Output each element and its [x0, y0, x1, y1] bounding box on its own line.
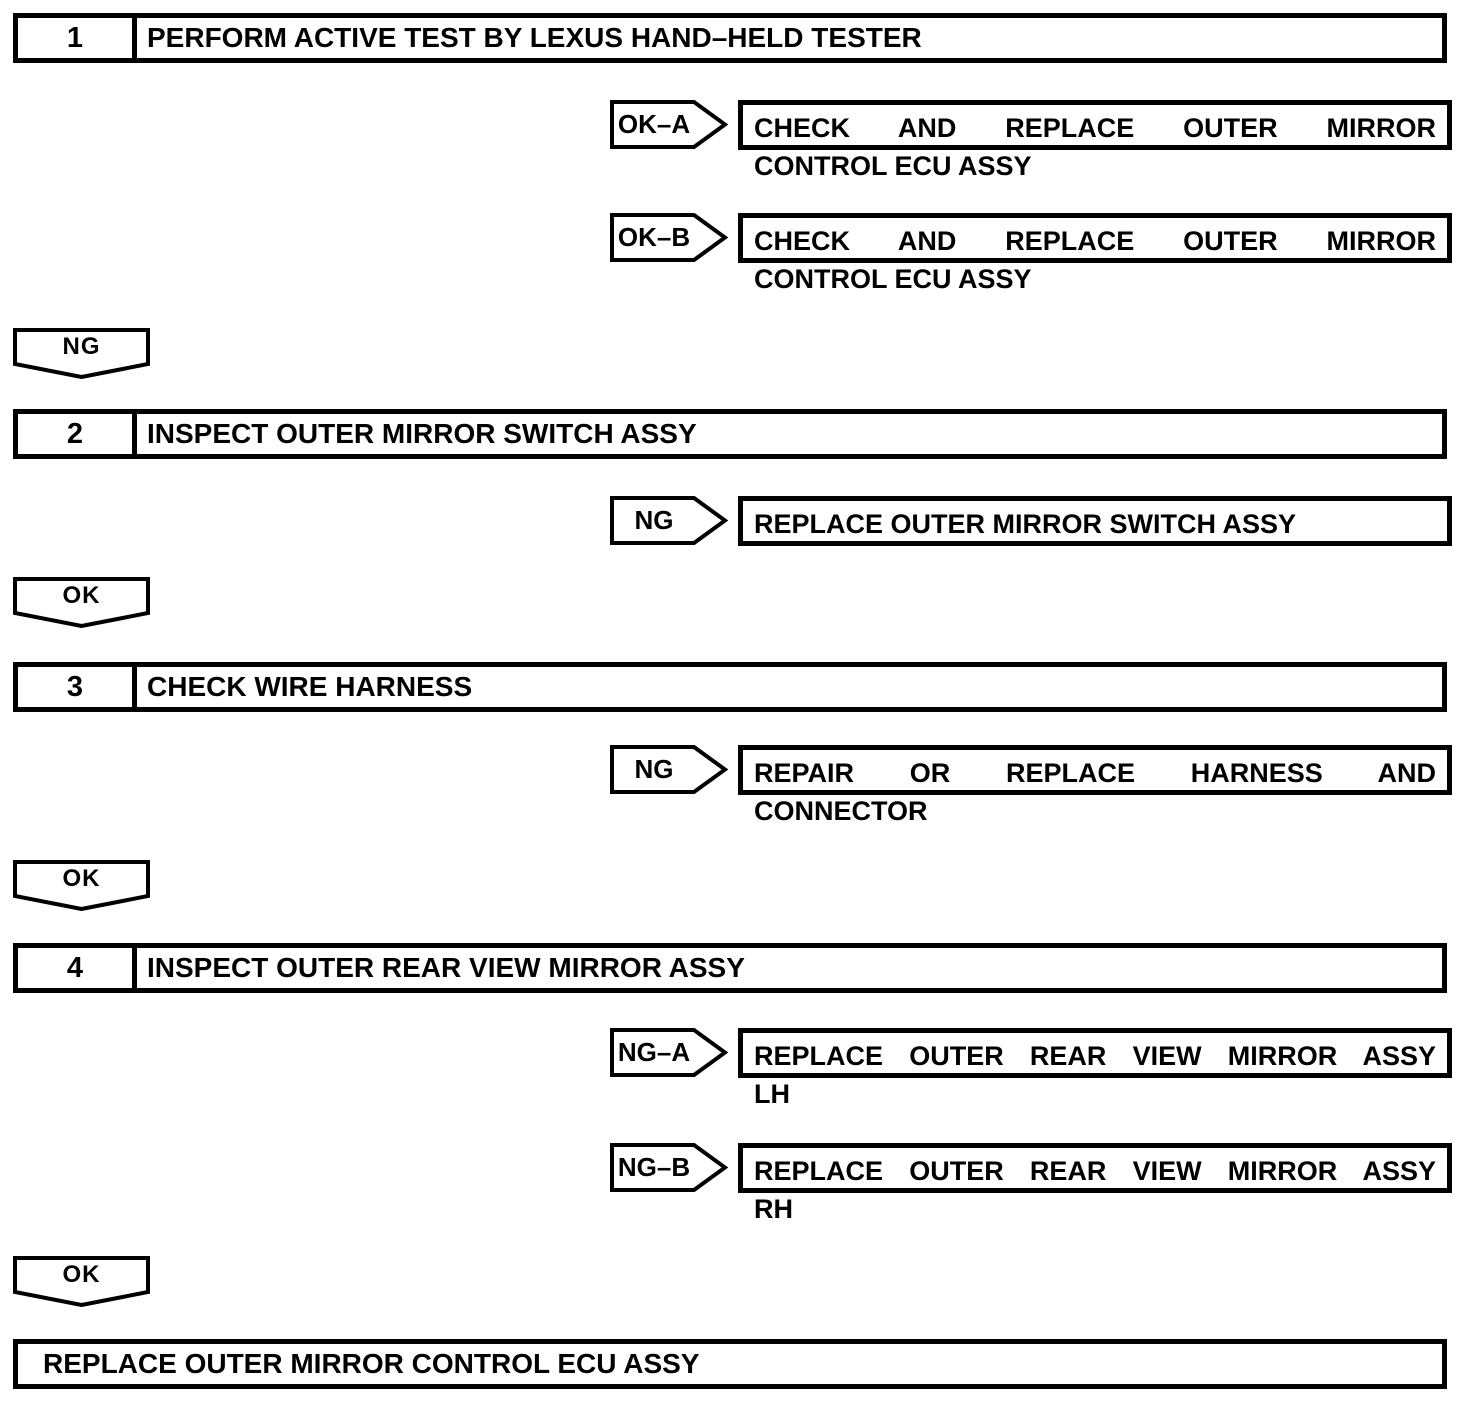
down-banner-icon	[13, 860, 150, 911]
connector-label: NG	[62, 333, 101, 360]
result-line: CONTROL ECU ASSY	[754, 264, 1032, 294]
result-line: REPLACE OUTER MIRROR SWITCH ASSY	[754, 509, 1297, 539]
step-2-box: 2 INSPECT OUTER MIRROR SWITCH ASSY	[13, 409, 1447, 459]
connector-label: OK	[62, 865, 101, 892]
step-1-box: 1 PERFORM ACTIVE TEST BY LEXUS HAND–HELD…	[13, 13, 1447, 63]
final-action-box: REPLACE OUTER MIRROR CONTROL ECU ASSY	[13, 1339, 1447, 1389]
branch-arrow-label: NG–A	[617, 1037, 691, 1067]
right-arrow-icon	[610, 1143, 728, 1192]
right-arrow-icon	[610, 100, 728, 149]
down-banner-icon	[13, 1256, 150, 1307]
right-arrow-icon	[610, 745, 728, 794]
branch-arrow-ng: NG	[610, 496, 728, 545]
connector-ng: NG	[13, 328, 150, 379]
connector-ok: OK	[13, 1256, 150, 1307]
connector-label: OK	[62, 582, 101, 609]
result-box-replace-mirror-lh: REPLACE OUTER REAR VIEW MIRROR ASSY LH	[738, 1028, 1452, 1109]
branch-arrow-label: NG	[634, 754, 674, 784]
right-arrow-icon	[610, 496, 728, 545]
down-banner-icon	[13, 328, 150, 379]
step-4-box: 4 INSPECT OUTER REAR VIEW MIRROR ASSY	[13, 943, 1447, 993]
result-line: CHECK AND REPLACE OUTER MIRROR	[754, 226, 1436, 256]
final-action-label: REPLACE OUTER MIRROR CONTROL ECU ASSY	[43, 1348, 700, 1379]
result-box-replace-mirror-rh: REPLACE OUTER REAR VIEW MIRROR ASSY RH	[738, 1143, 1452, 1224]
step-2-title: INSPECT OUTER MIRROR SWITCH ASSY	[147, 418, 697, 449]
branch-arrow-ok-a: OK–A	[610, 100, 728, 149]
result-box-ok-a: CHECK AND REPLACE OUTER MIRROR CONTROL E…	[738, 100, 1452, 181]
step-1-title: PERFORM ACTIVE TEST BY LEXUS HAND–HELD T…	[147, 22, 922, 53]
result-line: CHECK AND REPLACE OUTER MIRROR	[754, 113, 1436, 143]
right-arrow-icon	[610, 1028, 728, 1077]
result-line: CONNECTOR	[754, 796, 928, 826]
result-line: REPLACE OUTER REAR VIEW MIRROR ASSY	[754, 1156, 1436, 1186]
result-line: REPLACE OUTER REAR VIEW MIRROR ASSY	[754, 1041, 1436, 1071]
result-box-ok-b: CHECK AND REPLACE OUTER MIRROR CONTROL E…	[738, 213, 1452, 294]
result-box-repair-harness: REPAIR OR REPLACE HARNESS AND CONNECTOR	[738, 745, 1452, 826]
branch-arrow-ok-b: OK–B	[610, 213, 728, 262]
connector-ok: OK	[13, 860, 150, 911]
step-3-number: 3	[18, 667, 137, 707]
branch-arrow-label: OK–B	[617, 222, 691, 252]
connector-ok: OK	[13, 577, 150, 628]
result-line: RH	[754, 1194, 793, 1224]
result-line: REPAIR OR REPLACE HARNESS AND	[754, 758, 1436, 788]
branch-arrow-label: NG–B	[617, 1152, 691, 1182]
step-1-number: 1	[18, 18, 137, 58]
branch-arrow-ng: NG	[610, 745, 728, 794]
step-3-title: CHECK WIRE HARNESS	[147, 671, 473, 702]
step-2-number: 2	[18, 414, 137, 454]
result-line: CONTROL ECU ASSY	[754, 151, 1032, 181]
step-4-number: 4	[18, 948, 137, 988]
branch-arrow-ng-a: NG–A	[610, 1028, 728, 1077]
step-4-title: INSPECT OUTER REAR VIEW MIRROR ASSY	[147, 952, 745, 983]
result-box-replace-switch: REPLACE OUTER MIRROR SWITCH ASSY	[738, 496, 1452, 546]
result-line: LH	[754, 1079, 790, 1109]
branch-arrow-ng-b: NG–B	[610, 1143, 728, 1192]
step-3-box: 3 CHECK WIRE HARNESS	[13, 662, 1447, 712]
connector-label: OK	[62, 1261, 101, 1288]
down-banner-icon	[13, 577, 150, 628]
branch-arrow-label: OK–A	[617, 109, 691, 139]
right-arrow-icon	[610, 213, 728, 262]
branch-arrow-label: NG	[634, 505, 674, 535]
